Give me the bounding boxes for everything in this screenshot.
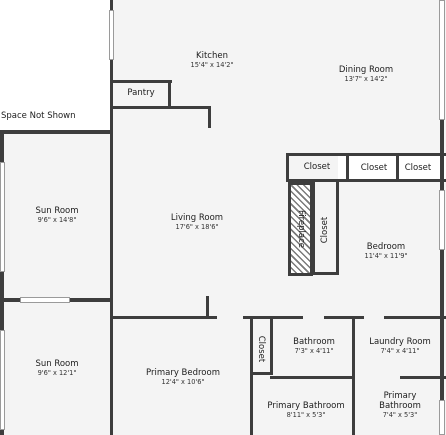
wall	[0, 130, 112, 134]
room-label-sun-room: Sun Room 9'6" x 14'8"	[35, 206, 79, 224]
living-room-floor	[112, 108, 288, 318]
sun-room-2-floor	[3, 300, 111, 435]
room-dims: 9'6" x 14'8"	[37, 215, 77, 224]
room-dims: 13'7" x 14'2"	[344, 74, 388, 83]
room-name: Dining Room	[338, 65, 394, 75]
wall	[253, 372, 273, 375]
dining-room-floor	[288, 0, 446, 154]
room-name: Living Room	[170, 213, 224, 223]
wall	[270, 316, 273, 374]
window	[439, 0, 445, 120]
room-dims: 12'4" x 10'6"	[161, 377, 205, 386]
wall	[312, 272, 339, 275]
room-name: Sun Room	[35, 206, 79, 216]
closet-label: Closet	[404, 163, 432, 173]
fireplace	[288, 182, 313, 276]
room-name: Sun Room	[35, 359, 79, 369]
window	[109, 10, 114, 60]
wall	[336, 179, 339, 274]
wall	[112, 316, 217, 319]
room-name: Kitchen	[196, 51, 228, 61]
primary-bedroom-floor	[112, 318, 272, 435]
room-dims: 7'4" x 4'11"	[380, 346, 420, 355]
wall	[312, 179, 315, 274]
wall	[110, 0, 113, 435]
room-dims: 7'4" x 5'3"	[382, 410, 418, 419]
closet-label-vertical: Closet	[320, 216, 330, 244]
closet-label: Closet	[303, 162, 331, 172]
wall	[286, 179, 446, 182]
room-label-pantry: Pantry	[127, 88, 155, 99]
wall	[352, 316, 355, 435]
room-label-kitchen: Kitchen 15'4" x 14'2"	[190, 51, 234, 69]
room-name: Bathroom	[293, 337, 335, 347]
room-label-living-room: Living Room 17'6" x 18'6"	[170, 213, 224, 231]
closet-label-vertical: Closet	[256, 335, 266, 363]
room-dims: 17'6" x 18'6"	[175, 222, 219, 231]
window	[20, 297, 70, 303]
wall	[250, 316, 253, 435]
room-name: Primary Bathroom	[379, 391, 421, 411]
wall	[168, 80, 171, 108]
wall	[324, 316, 364, 319]
wall	[384, 316, 446, 319]
room-label-bathroom: Bathroom 7'3" x 4'11"	[293, 337, 335, 355]
bathroom-floor	[272, 318, 354, 378]
room-label-laundry-room: Laundry Room 7'4" x 4'11"	[369, 337, 431, 355]
room-name: Bedroom	[366, 242, 406, 252]
room-dims: 7'3" x 4'11"	[294, 346, 334, 355]
space-not-shown-note: Space Not Shown	[1, 111, 76, 121]
window	[439, 400, 445, 435]
room-dims: 15'4" x 14'2"	[190, 60, 234, 69]
wall	[0, 130, 4, 435]
doorway	[310, 275, 318, 315]
room-name: Primary Bathroom	[267, 401, 345, 411]
window	[0, 162, 5, 272]
room-label-sun-room-2: Sun Room 9'6" x 12'1"	[35, 359, 79, 377]
wall	[112, 106, 210, 109]
room-label-dining-room: Dining Room 13'7" x 14'2"	[338, 65, 394, 83]
wall	[243, 316, 303, 319]
closet-label: Closet	[360, 163, 388, 173]
wall	[346, 153, 349, 180]
window	[439, 190, 445, 250]
wall	[286, 153, 289, 179]
room-name: Primary Bedroom	[146, 368, 220, 378]
wall	[270, 376, 354, 379]
room-label-primary-bathroom-2: Primary Bathroom 7'4" x 5'3"	[379, 391, 421, 419]
kitchen-floor	[112, 0, 288, 108]
wall	[208, 106, 211, 128]
sun-room-floor	[3, 132, 111, 300]
room-dims: 11'4" x 11'9"	[364, 251, 408, 260]
room-label-primary-bathroom: Primary Bathroom 8'11" x 5'3"	[267, 401, 345, 419]
room-name: Pantry	[127, 88, 155, 98]
wall	[396, 153, 399, 180]
wall	[206, 296, 209, 318]
room-label-bedroom: Bedroom 11'4" x 11'9"	[364, 242, 408, 260]
wall	[286, 153, 446, 156]
wall	[400, 376, 446, 379]
fireplace-label: Fireplace	[296, 209, 306, 249]
room-label-primary-bedroom: Primary Bedroom 12'4" x 10'6"	[146, 368, 220, 386]
wall	[112, 80, 172, 83]
primary-bathroom-floor	[254, 378, 354, 435]
bedroom-floor	[338, 180, 446, 318]
room-dims: 9'6" x 12'1"	[37, 368, 77, 377]
room-name: Laundry Room	[369, 337, 431, 347]
room-dims: 8'11" x 5'3"	[286, 410, 326, 419]
window	[0, 330, 5, 430]
